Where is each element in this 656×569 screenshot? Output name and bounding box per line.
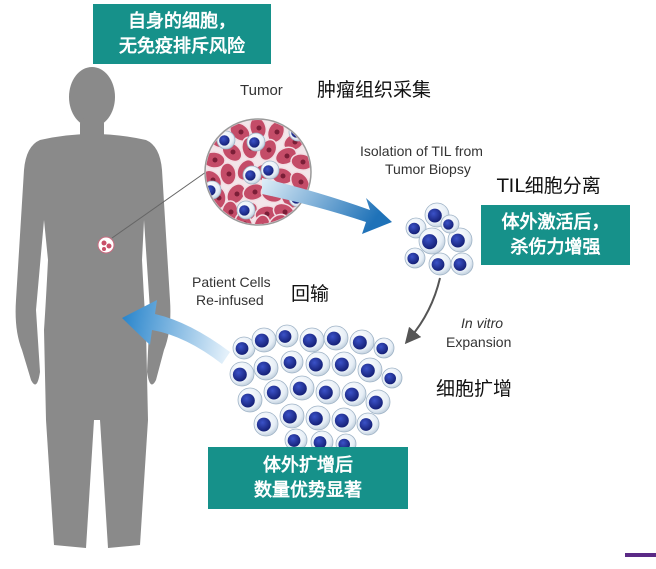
expanded-til-cell: [237, 387, 263, 413]
isolation-label-en-1: Isolation of TIL from: [360, 143, 483, 159]
in-vitro-label: In vitro: [461, 315, 504, 331]
activation-line2: 杀伤力增强: [510, 237, 601, 258]
isolated-til-cell: [450, 252, 474, 276]
tissue-cell: [253, 214, 271, 224]
patient-cells-label-1: Patient Cells: [192, 274, 271, 290]
expanded-til-cell: [341, 381, 367, 407]
reinfusion-arrow: [122, 300, 230, 364]
callout-line: [111, 171, 207, 239]
expanded-til-cell: [356, 412, 380, 436]
expanded-til-cell: [289, 375, 315, 401]
body-tumor-site: [97, 236, 115, 254]
isolated-til-cell: [418, 227, 446, 255]
autologous-box: 自身的细胞， 无免疫排斥风险: [93, 4, 271, 64]
expanded-til-cell: [381, 367, 403, 389]
expanded-til-cell: [365, 389, 391, 415]
expanded-til-cell: [331, 407, 357, 433]
expanded-til-cells: [229, 324, 403, 455]
isolation-label-en-2: Tumor Biopsy: [385, 161, 471, 177]
isolation-arrow: [262, 178, 392, 234]
til-cell-in-tumor: [236, 200, 256, 220]
isolated-til-cell: [404, 247, 426, 269]
expanded-til-cell: [349, 329, 375, 355]
expanded-til-cell: [373, 337, 395, 359]
isolated-til-cells: [404, 202, 474, 276]
human-silhouette: [15, 67, 171, 548]
autologous-line2: 无免疫排斥风险: [119, 36, 245, 57]
til-cell-in-tumor: [216, 130, 236, 150]
expanded-til-cell: [275, 324, 299, 348]
expanded-til-cell: [253, 355, 279, 381]
expanded-til-cell: [279, 403, 305, 429]
expanded-til-cell: [253, 411, 279, 437]
expanded-til-cell: [357, 357, 383, 383]
expanded-til-cell: [305, 405, 331, 431]
expanded-til-cell: [229, 361, 255, 387]
expansion-box-line2: 数量优势显著: [254, 480, 362, 501]
accent-bar: [625, 553, 656, 557]
patient-cells-label-2: Re-infused: [196, 292, 264, 308]
expansion-box-line1: 体外扩增后: [263, 455, 353, 476]
autologous-line1: 自身的细胞，: [128, 11, 236, 32]
expanded-til-cell: [263, 379, 289, 405]
activation-box: 体外激活后， 杀伤力增强: [481, 205, 630, 265]
tumor-tissue: [204, 118, 312, 226]
tumor-label-en: Tumor: [240, 82, 283, 99]
expanded-til-cell: [305, 351, 331, 377]
expanded-til-cell: [331, 351, 357, 377]
expanded-til-cell: [284, 428, 308, 452]
cell-expansion-label: 细胞扩增: [436, 378, 513, 400]
til-isolation-label: TIL细胞分离: [497, 175, 601, 197]
reinfusion-label: 回输: [291, 283, 330, 305]
expanded-til-cell: [323, 325, 349, 351]
expansion-label-en: Expansion: [446, 334, 512, 350]
isolated-til-cell: [440, 214, 460, 234]
expanded-til-cell: [251, 327, 277, 353]
tumor-collection-label: 肿瘤组织采集: [317, 79, 432, 101]
isolated-til-cell: [428, 252, 452, 276]
expanded-til-cell: [315, 379, 341, 405]
isolated-til-cell: [405, 217, 427, 239]
isolated-til-cell: [447, 227, 473, 253]
expansion-arrow: [404, 277, 441, 345]
expansion-box: 体外扩增后 数量优势显著: [208, 447, 408, 509]
expanded-til-cell: [280, 350, 304, 374]
expanded-til-cell: [299, 327, 325, 353]
activation-line1: 体外激活后，: [501, 212, 610, 233]
expanded-til-cell: [232, 336, 256, 360]
til-cell-in-tumor: [242, 165, 262, 185]
til-cell-in-tumor: [246, 132, 266, 152]
til-cell-in-tumor: [260, 160, 280, 180]
